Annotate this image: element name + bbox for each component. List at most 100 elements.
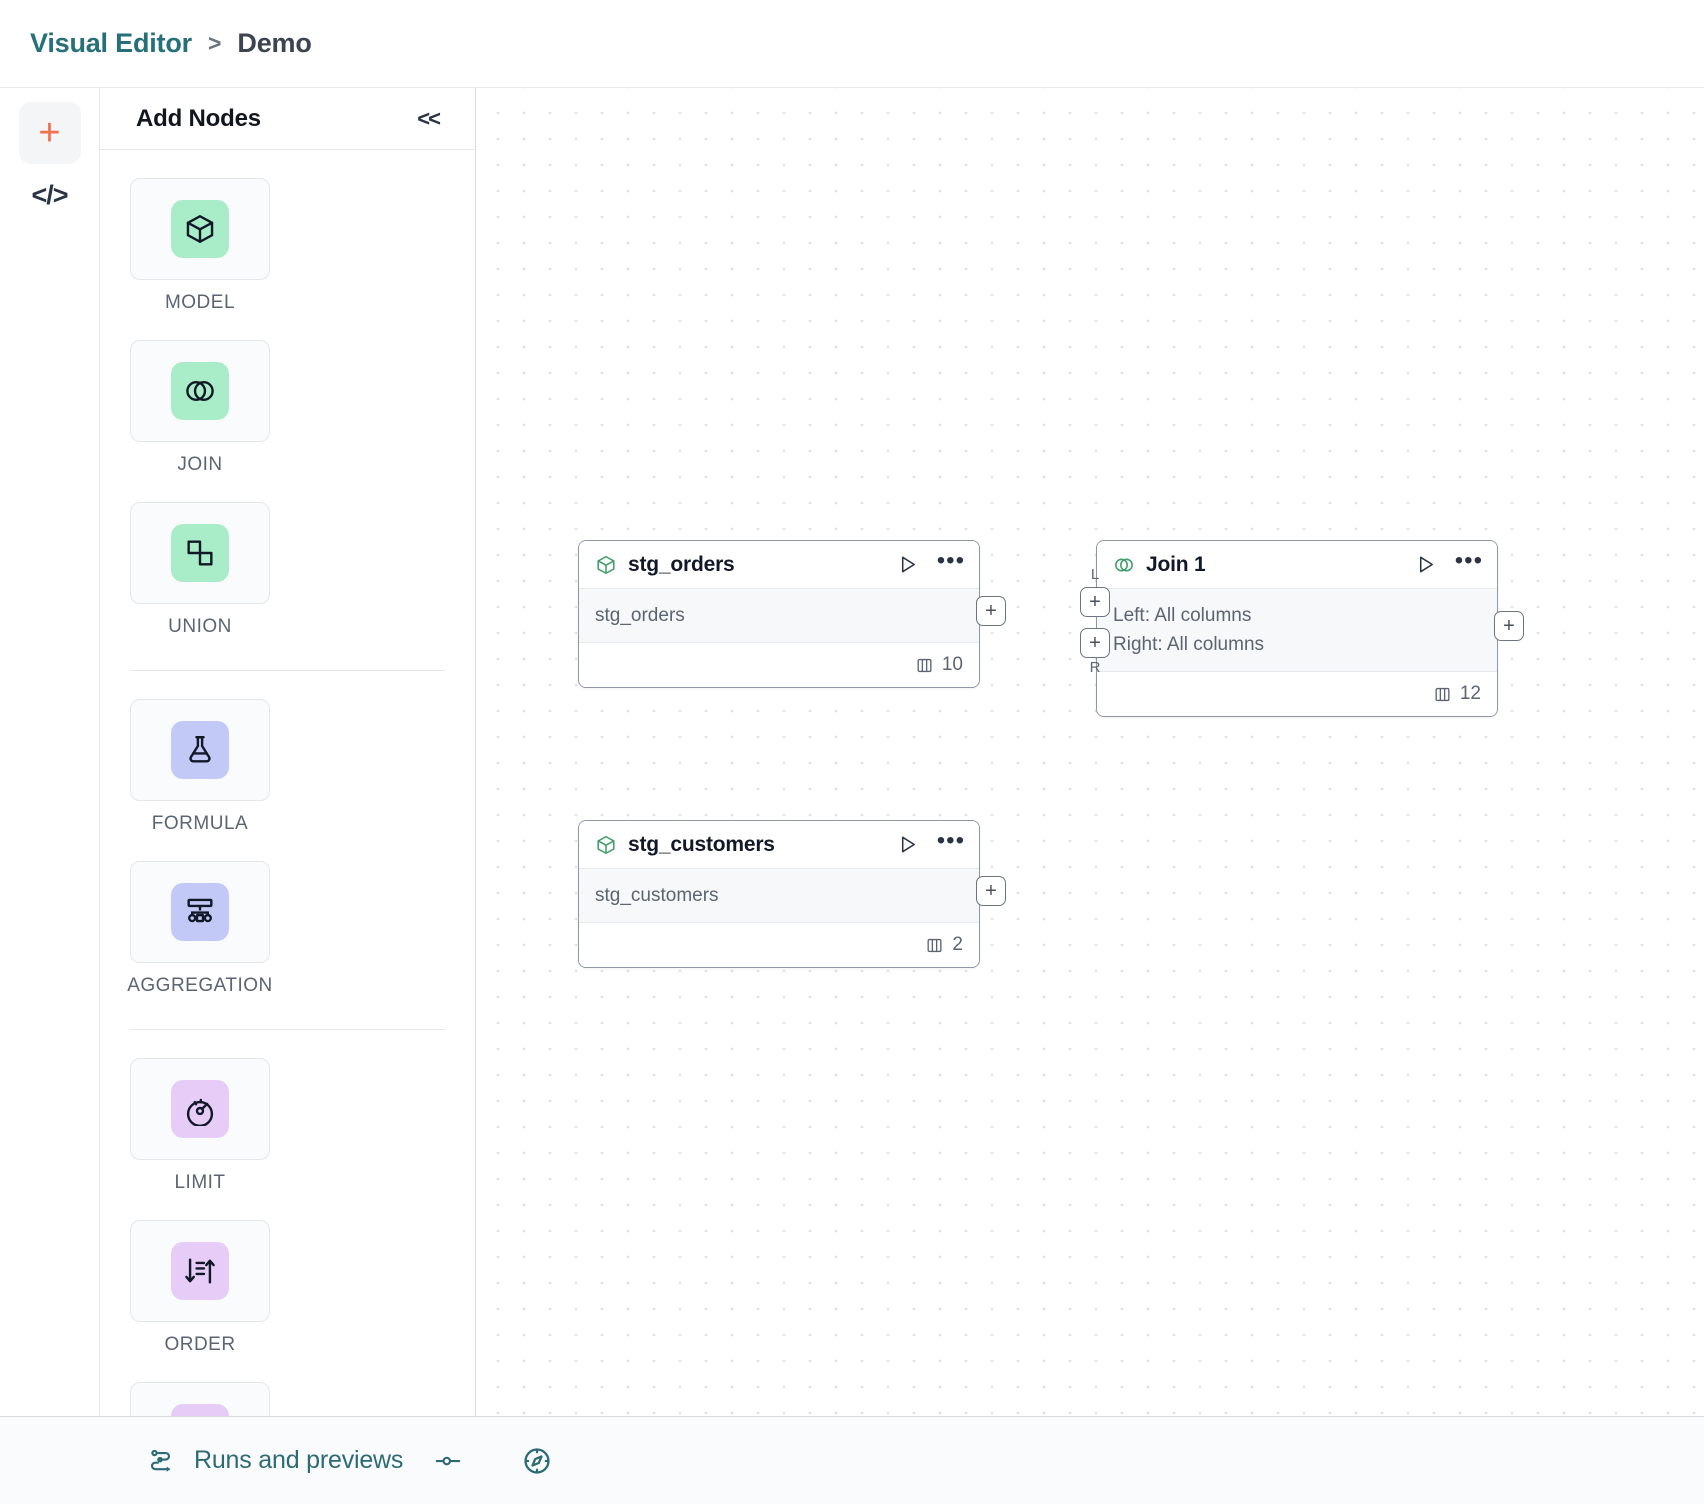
- play-icon[interactable]: [896, 553, 919, 576]
- slider-icon[interactable]: [433, 1446, 463, 1476]
- breadcrumb-separator: >: [207, 30, 222, 56]
- plus-icon: +: [38, 112, 61, 154]
- collapse-panel-icon[interactable]: <<: [417, 105, 441, 131]
- node-option-order[interactable]: ORDER: [130, 1220, 270, 1356]
- node-option-label: ORDER: [164, 1334, 236, 1355]
- node-group-modifiers: LIMIT ORDER: [130, 1058, 445, 1416]
- output-port-join-1[interactable]: +: [1494, 611, 1524, 641]
- runs-and-previews-button[interactable]: Runs and previews: [148, 1446, 403, 1476]
- node-option-formula[interactable]: FORMULA: [130, 699, 270, 835]
- node-option-aggregation[interactable]: AGGREGATION: [127, 861, 273, 997]
- edge-layer: [476, 88, 776, 238]
- node-body: stg_customers: [579, 869, 979, 923]
- node-tile[interactable]: [130, 502, 270, 604]
- columns-icon: [917, 658, 932, 672]
- flow-icon: [151, 1449, 171, 1472]
- node-option-label: MODEL: [164, 292, 236, 313]
- node-footer: 2: [579, 923, 979, 967]
- more-icon[interactable]: •••: [936, 546, 965, 574]
- node-group-sources: MODEL JOIN: [130, 178, 445, 664]
- node-title: stg_orders: [628, 552, 735, 576]
- input-port-join-right[interactable]: +: [1080, 628, 1110, 658]
- flow-node-join-1[interactable]: Join 1 ••• Left: All columns Right: All …: [1096, 540, 1498, 717]
- node-option-union[interactable]: UNION: [130, 502, 270, 638]
- code-view-button[interactable]: </>: [19, 164, 81, 226]
- sort-icon: [185, 1258, 215, 1284]
- node-header: stg_orders •••: [579, 541, 979, 589]
- node-tile[interactable]: [130, 1382, 270, 1416]
- panel-body: MODEL JOIN: [100, 150, 475, 1416]
- venn-icon: [186, 381, 214, 401]
- node-header: stg_customers •••: [579, 821, 979, 869]
- column-count-badge: 12: [1433, 683, 1481, 705]
- panel-header: Add Nodes <<: [100, 88, 475, 150]
- node-group-transforms: FORMULA: [127, 699, 445, 1023]
- flow-node-stg-customers[interactable]: stg_customers ••• stg_customers: [578, 820, 980, 968]
- node-footer: 10: [579, 643, 979, 687]
- column-count-value: 10: [941, 654, 963, 675]
- input-port-join-left[interactable]: +: [1080, 587, 1110, 617]
- breadcrumb-leaf: Demo: [237, 28, 312, 58]
- column-count-badge: 10: [915, 654, 963, 676]
- node-option-join[interactable]: JOIN: [130, 340, 270, 476]
- icon-swatch: [171, 721, 229, 779]
- play-icon[interactable]: [1414, 553, 1437, 576]
- node-option-label: FORMULA: [151, 813, 249, 834]
- node-option-label: LIMIT: [174, 1172, 226, 1193]
- join-left-port-label: L: [1090, 566, 1100, 583]
- node-title: stg_customers: [628, 832, 775, 856]
- join-right-port-label: R: [1089, 659, 1101, 676]
- runs-and-previews-label: Runs and previews: [194, 1446, 404, 1474]
- node-actions: •••: [896, 826, 965, 856]
- add-node-button[interactable]: +: [18, 102, 81, 164]
- node-option-filter[interactable]: FILTER: [130, 1382, 270, 1416]
- columns-icon: [1435, 687, 1450, 701]
- node-tile[interactable]: [130, 861, 270, 963]
- more-icon[interactable]: •••: [936, 826, 965, 854]
- column-count-badge: 2: [925, 934, 963, 956]
- node-actions: •••: [896, 546, 965, 576]
- gauge-icon: [186, 1098, 214, 1126]
- app-body: + </> Add Nodes <<: [0, 88, 1704, 1416]
- more-icon[interactable]: •••: [1454, 546, 1483, 574]
- panel-divider: [130, 1029, 445, 1030]
- icon-swatch: [171, 200, 229, 258]
- node-body-line: Right: All columns: [1113, 634, 1265, 655]
- code-icon: </>: [31, 179, 68, 210]
- output-port-stg-customers[interactable]: +: [976, 876, 1006, 906]
- compass-icon[interactable]: [521, 1445, 553, 1477]
- app-footer: Runs and previews: [0, 1416, 1704, 1504]
- play-icon[interactable]: [896, 833, 919, 856]
- cube-icon: [597, 835, 615, 854]
- flow-node-stg-orders[interactable]: stg_orders ••• stg_orders: [578, 540, 980, 688]
- union-shape-icon: [187, 540, 213, 566]
- breadcrumb-root[interactable]: Visual Editor: [30, 28, 192, 58]
- node-body: stg_orders: [579, 589, 979, 643]
- node-tile[interactable]: [130, 699, 270, 801]
- column-count-value: 12: [1459, 683, 1481, 704]
- icon-swatch: [171, 362, 229, 420]
- node-option-model[interactable]: MODEL: [130, 178, 270, 314]
- node-tile[interactable]: [130, 1058, 270, 1160]
- node-option-label: AGGREGATION: [127, 975, 273, 996]
- panel-divider: [130, 670, 445, 671]
- icon-swatch: [171, 1242, 229, 1300]
- venn-icon: [1115, 558, 1133, 571]
- flask-icon: [189, 736, 211, 763]
- icon-rail: + </>: [0, 88, 100, 1416]
- node-body: Left: All columns Right: All columns: [1097, 589, 1497, 672]
- node-header: Join 1 •••: [1097, 541, 1497, 589]
- icon-swatch: [171, 1080, 229, 1138]
- add-nodes-panel: Add Nodes <<: [100, 88, 476, 1416]
- node-option-limit[interactable]: LIMIT: [130, 1058, 270, 1194]
- cube-icon: [186, 215, 214, 243]
- cube-icon: [597, 555, 615, 574]
- panel-title: Add Nodes: [136, 104, 261, 132]
- flow-canvas[interactable]: stg_orders ••• stg_orders: [476, 88, 1704, 1416]
- node-footer: 12: [1097, 672, 1497, 716]
- node-tile[interactable]: [130, 1220, 270, 1322]
- node-tile[interactable]: [130, 340, 270, 442]
- node-tile[interactable]: [130, 178, 270, 280]
- output-port-stg-orders[interactable]: +: [976, 596, 1006, 626]
- node-body-line: Left: All columns: [1113, 605, 1252, 626]
